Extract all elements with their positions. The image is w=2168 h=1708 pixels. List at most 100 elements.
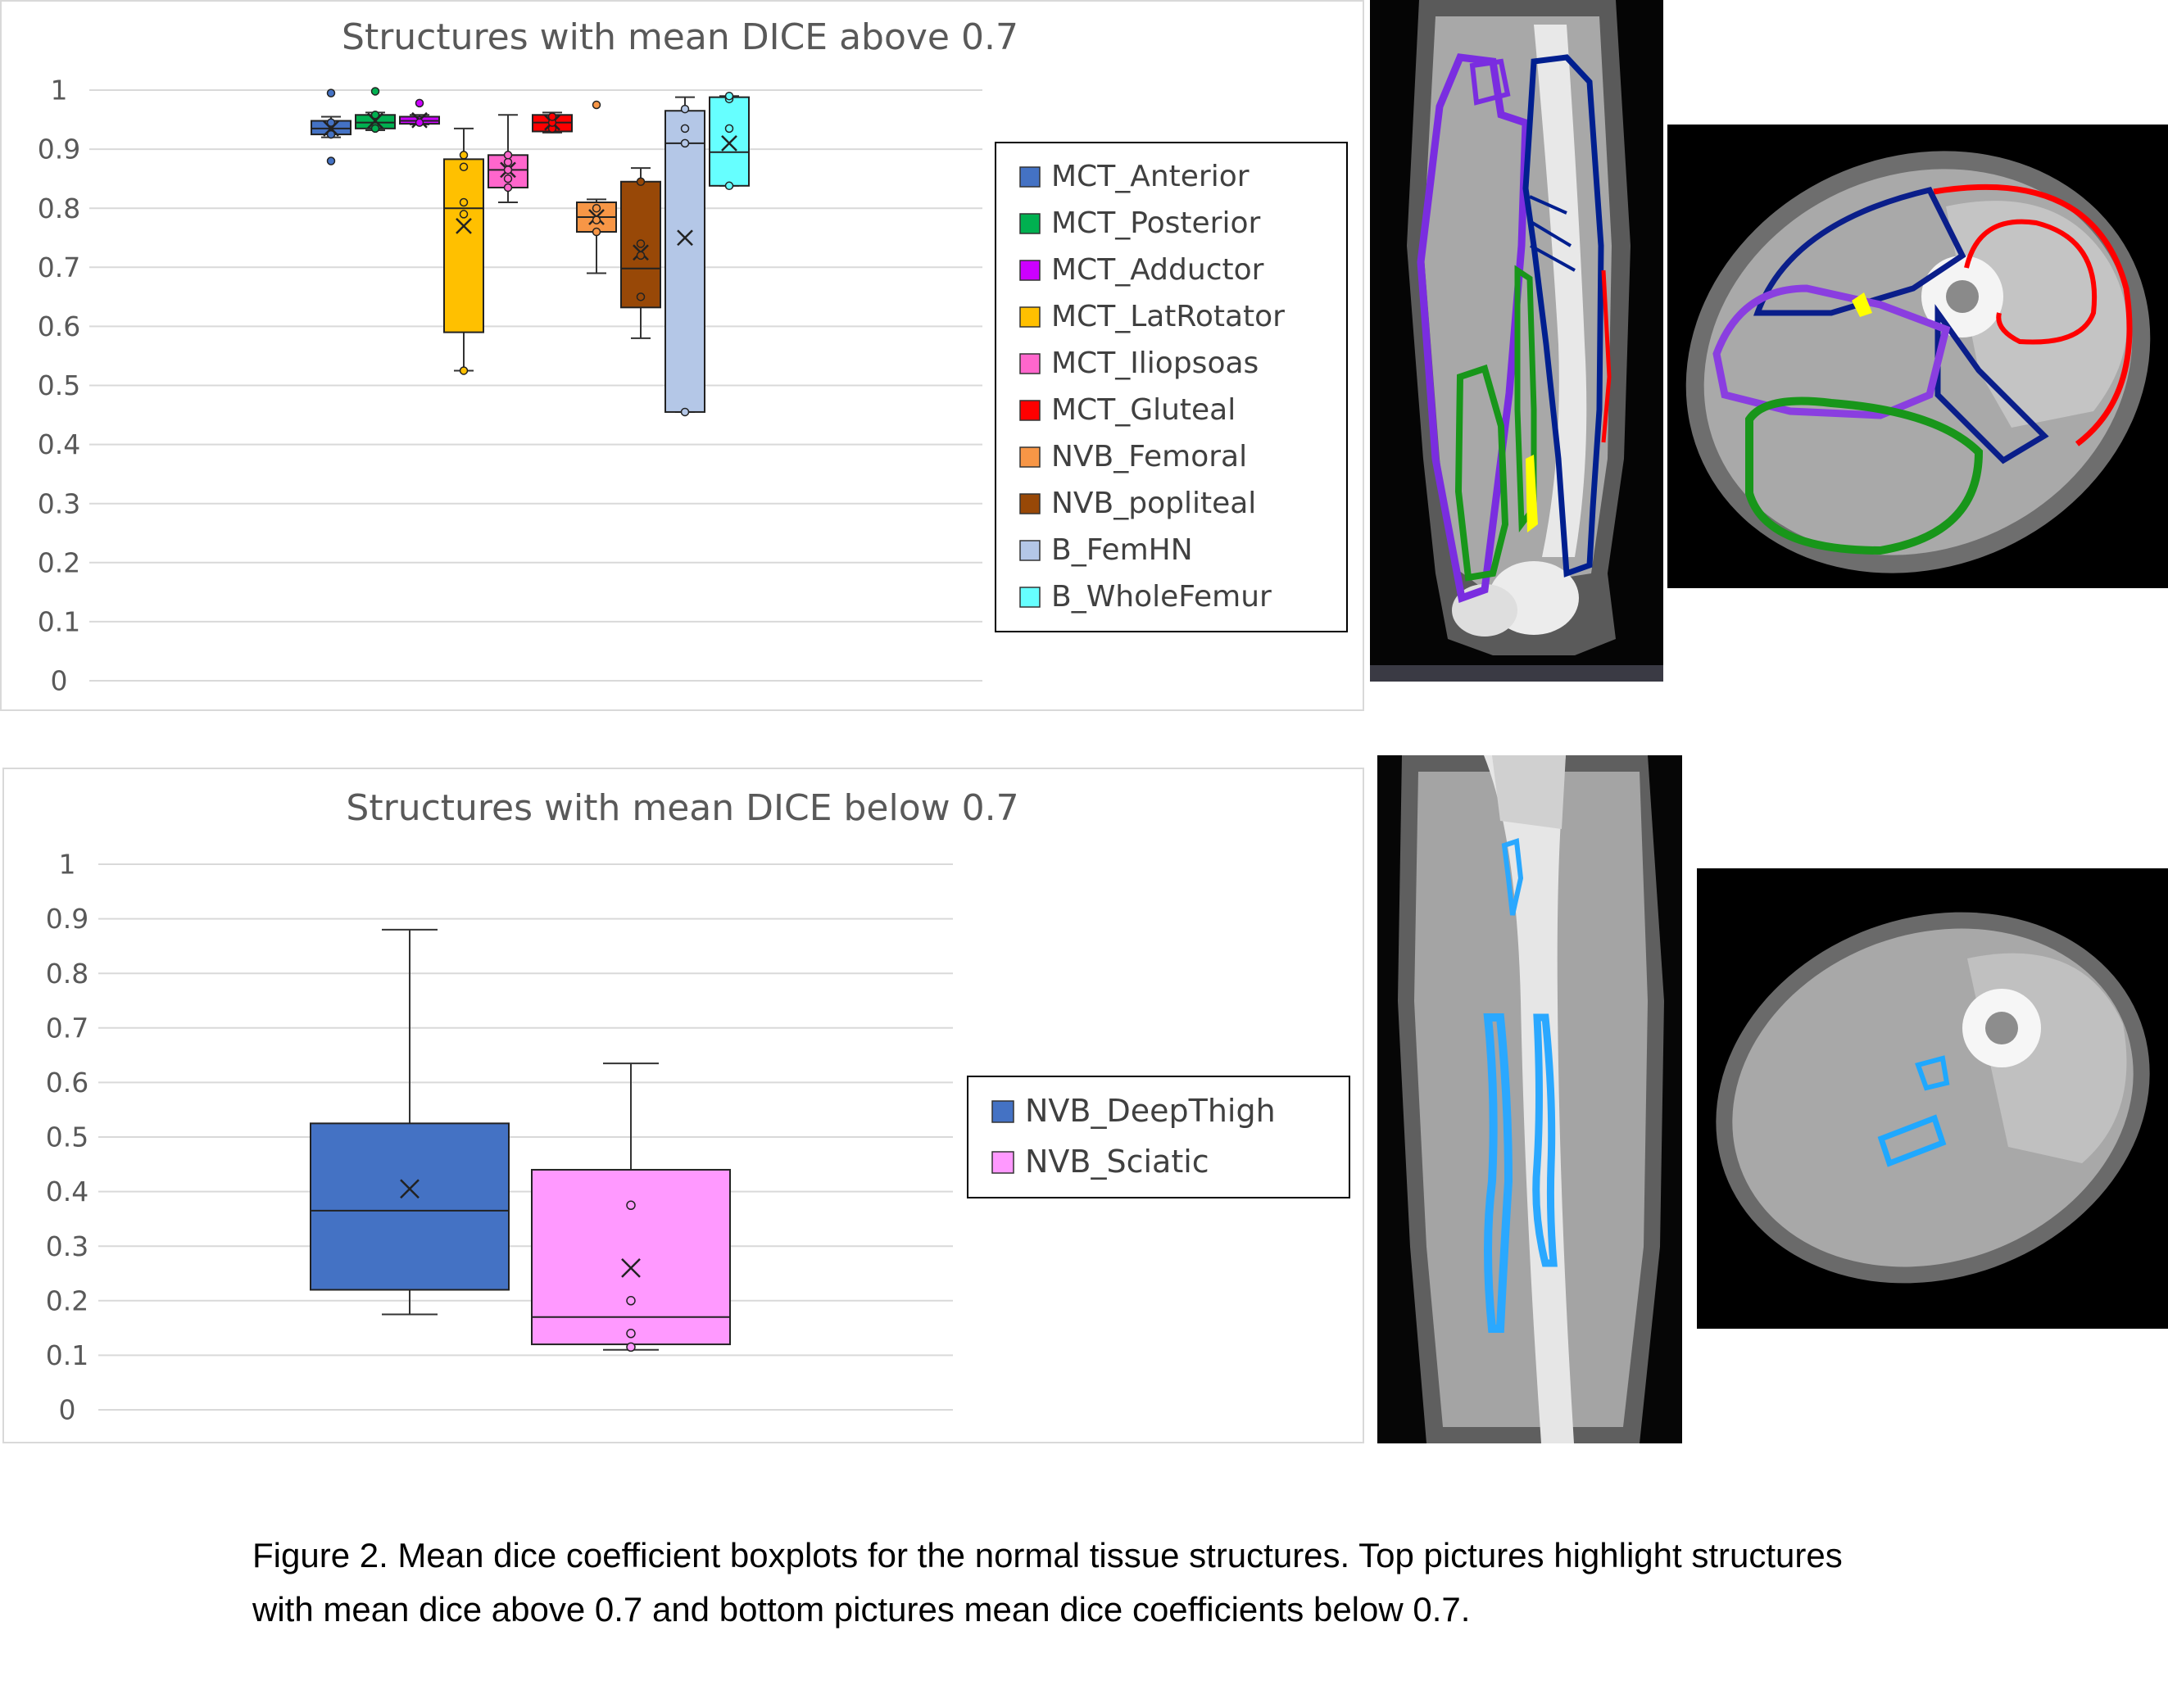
boxplot-bottom: Structures with mean DICE below 0.700.10… [46,787,1350,1426]
outlier-point [680,104,690,114]
outlier-point [459,366,469,375]
outlier-point [547,112,557,121]
bottom-coronal-ct-image [1377,755,1682,1443]
outlier-point [503,157,513,167]
legend-swatch [1019,493,1041,514]
outlier-point [415,98,424,108]
outlier-point [459,162,469,171]
outlier-point [326,156,336,165]
box-rect [443,158,484,333]
outlier-point [326,88,336,97]
legend-label: MCT_LatRotator [1051,300,1285,333]
legend-label: MCT_Adductor [1051,253,1264,287]
box-NVB_Femoral [576,100,617,274]
y-tick-label: 0.2 [46,1284,88,1316]
legend-frame [967,1076,1350,1198]
outlier-point [680,124,690,134]
outlier-point [626,1329,636,1339]
y-tick-label: 0.9 [38,134,80,165]
outlier-point [370,87,380,96]
outlier-point [724,124,734,134]
outlier-point [592,215,601,224]
legend-label: NVB_DeepThigh [1025,1093,1276,1129]
y-tick-label: 0.7 [46,1012,88,1044]
outlier-point [415,118,424,127]
legend-swatch [1019,540,1041,561]
legend-swatch [1019,400,1041,421]
y-tick-label: 1 [59,849,76,881]
outlier-point [680,138,690,148]
outlier-point [503,174,513,183]
legend-label: NVB_Femoral [1051,440,1247,473]
legend-item-B_FemHN: B_FemHN [1019,533,1193,567]
box-MCT_Gluteal [532,111,573,134]
outlier-point [326,129,336,139]
legend-swatch [1019,166,1041,188]
boxplot-top: Structures with mean DICE above 0.7 0 0.1 0… [38,16,1348,697]
legend-label: B_FemHN [1051,533,1193,567]
y-tick-label: 0.1 [46,1339,88,1371]
outlier-point [680,407,690,417]
outlier-point [503,151,513,160]
legend-frame [995,142,1348,632]
box-MCT_Iliopsoas [488,114,528,203]
legend-item-MCT_Gluteal: MCT_Gluteal [1019,393,1236,427]
y-tick-label: 0 [59,1394,76,1426]
outlier-point [326,118,336,127]
y-tick-label: 0.9 [46,903,88,935]
box-MCT_Anterior [311,88,352,165]
mean-marker [323,120,339,137]
box-NVB_Sciatic [531,1062,731,1352]
box-rect [709,96,750,187]
outlier-point [592,100,601,110]
box-rect [310,1122,510,1291]
outlier-point [459,197,469,207]
box-rect [531,1168,731,1346]
outlier-point [503,183,513,193]
y-tick-label: 0.7 [38,251,80,283]
legend-swatch [1019,260,1041,281]
legend-item-MCT_Posterior: MCT_Posterior [1019,206,1260,240]
outlier-point [626,1296,636,1306]
legend-swatch [1019,353,1041,374]
legend-item-MCT_Anterior: MCT_Anterior [1019,160,1250,193]
y-tick-label: 0 [51,665,68,697]
chart-panel-top: Structures with mean DICE above 0.7 0 0.1 0… [0,0,1364,711]
y-tick-label: 0.6 [46,1067,88,1099]
mean-marker [400,1179,420,1199]
legend-swatch [991,1151,1014,1174]
legend: MCT_AnteriorMCT_PosteriorMCT_AdductorMCT… [995,142,1348,632]
legend-item-MCT_LatRotator: MCT_LatRotator [1019,300,1285,333]
y-tick-label: 0.3 [46,1230,88,1262]
figure-caption: Figure 2. Mean dice coefficient boxplots… [252,1536,1843,1629]
box-NVB_DeepThigh [310,928,510,1316]
chart-title: Structures with mean DICE above 0.7 [342,16,1018,58]
legend-item-NVB_DeepThigh: NVB_DeepThigh [991,1093,1276,1129]
outlier-point [459,151,469,160]
box-rect [664,110,705,413]
outlier-point [724,181,734,191]
outlier-point [636,251,646,261]
outlier-point [370,124,380,134]
box-MCT_Posterior [355,87,396,134]
outlier-point [459,210,469,219]
outlier-point [592,227,601,237]
box-NVB_popliteal [620,167,661,339]
y-tick-label: 0.3 [38,487,80,519]
top-axial-ct-image [1667,125,2168,588]
legend-item-NVB_popliteal: NVB_popliteal [1019,487,1256,520]
top-coronal-ct-image [1370,0,1663,682]
y-tick-label: 0.8 [38,193,80,224]
y-tick-label: 0.1 [38,605,80,637]
y-tick-label: 0.5 [46,1121,88,1153]
legend-swatch [1019,446,1041,468]
y-tick-label: 0.4 [38,428,80,460]
box-MCT_LatRotator [443,127,484,375]
legend-swatch [1019,587,1041,608]
legend-swatch [1019,306,1041,328]
box-B_WholeFemur [709,91,750,191]
mean-marker [721,135,737,152]
outlier-point [503,165,513,174]
box-MCT_Adductor [399,98,440,129]
